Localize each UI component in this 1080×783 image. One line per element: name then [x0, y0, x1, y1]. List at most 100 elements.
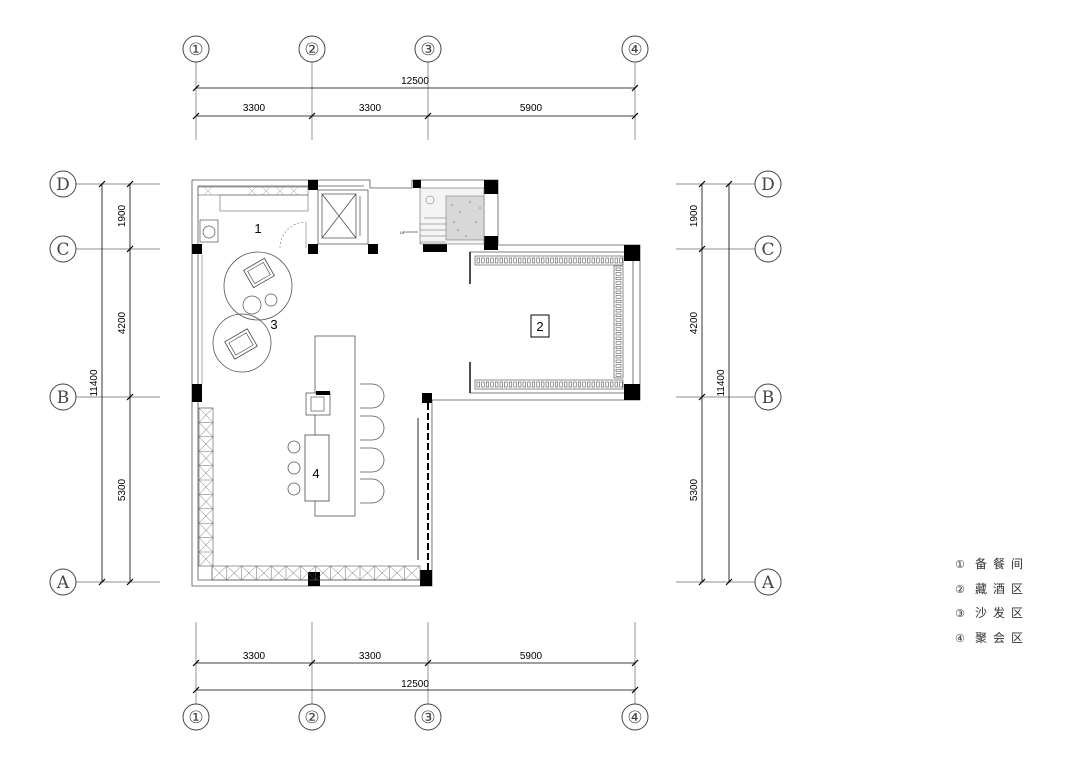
bottle-slot — [490, 257, 494, 264]
bottle-slot — [582, 257, 586, 264]
bottle-slot — [531, 381, 536, 388]
axis-label: ③ — [420, 708, 435, 728]
bottle-slot — [615, 267, 622, 271]
cabinet-cell — [198, 522, 214, 538]
axis-label: ③ — [420, 40, 435, 60]
cabinet-cell — [256, 565, 272, 581]
bottle-slot — [508, 257, 513, 264]
axis-label: ④ — [627, 708, 642, 728]
bottle-slot — [615, 272, 622, 276]
bottle-slot — [615, 350, 622, 354]
elevator — [317, 189, 369, 245]
dim-segment: 4200 — [689, 311, 700, 334]
bottle-slot — [615, 318, 622, 322]
bottle-slot — [615, 304, 622, 308]
bottle-slot — [564, 257, 568, 264]
bottle-slot — [513, 257, 517, 264]
bottle-slot — [600, 257, 605, 264]
bottle-slot — [614, 257, 618, 264]
dim-segment: 5900 — [520, 103, 543, 114]
bottle-slot — [490, 381, 494, 388]
bottle-slot — [568, 257, 572, 264]
dim-segment: 4200 — [117, 311, 128, 334]
bottle-slot — [596, 381, 600, 388]
room-number: 1 — [254, 221, 261, 236]
axis-label: B — [762, 388, 775, 408]
dim-segment: 3300 — [243, 651, 266, 662]
axis-label: C — [56, 240, 69, 260]
bottle-slot — [615, 327, 622, 331]
axis-label: ② — [304, 708, 319, 728]
cabinet-cell — [404, 565, 420, 581]
axis-markers-left: D C B A — [49, 170, 77, 596]
dim-segment: 3300 — [243, 103, 266, 114]
bottle-slot — [481, 381, 485, 388]
bottle-slot — [615, 322, 622, 327]
bottle-slot — [614, 381, 618, 388]
dim-segment: 1900 — [117, 204, 128, 227]
bottle-slot — [573, 257, 577, 264]
cabinet-cell — [198, 465, 214, 481]
dim-segment: 3300 — [359, 103, 382, 114]
dim-segment: 5300 — [689, 478, 700, 501]
dim-total: 11400 — [89, 369, 100, 397]
cabinet-cell — [198, 551, 214, 567]
bottle-slot — [615, 368, 622, 373]
bottle-slot — [545, 257, 549, 264]
bottle-slot — [615, 295, 622, 299]
bottle-slot — [499, 257, 503, 264]
room-sofa-area: 3 — [212, 251, 293, 373]
cabinet-cell — [198, 407, 214, 423]
dim-total: 12500 — [401, 76, 429, 87]
bottle-slot — [596, 257, 600, 264]
bottle-slot — [564, 381, 568, 388]
cabinet-cell — [330, 565, 346, 581]
dimensions-left: 11400 1900 4200 5300 — [89, 180, 134, 586]
bottle-slot — [605, 257, 609, 264]
bottle-slot — [508, 381, 513, 388]
bottle-slot — [495, 257, 499, 264]
stair-label: UP — [400, 230, 406, 235]
cabinet-cell — [211, 565, 227, 581]
bottle-slot — [550, 257, 554, 264]
bottle-slot — [559, 257, 563, 264]
axis-label: D — [761, 175, 775, 195]
bottle-slot — [615, 290, 622, 294]
axis-label: A — [56, 573, 70, 593]
bottle-slot — [615, 359, 622, 363]
cabinet-cell — [198, 537, 214, 553]
bottle-slot — [499, 381, 503, 388]
bottle-slot — [504, 381, 508, 388]
bottle-slot — [541, 257, 545, 264]
cabinet-cell — [374, 565, 390, 581]
bottle-slot — [485, 381, 490, 388]
bottle-slot — [615, 355, 622, 359]
cabinet-cell — [198, 494, 214, 509]
dim-segment: 3300 — [359, 651, 382, 662]
wine-rack-bottom — [476, 381, 623, 388]
cabinet-cell — [359, 565, 375, 581]
room-pantry: 1 — [197, 186, 309, 249]
dimensions-bottom: 3300 3300 5900 12500 — [192, 651, 639, 694]
axis-label: C — [761, 240, 774, 260]
bottle-slot — [610, 381, 614, 388]
bottle-slot — [476, 381, 480, 388]
bottle-slot — [587, 257, 591, 264]
bottle-slot — [527, 381, 531, 388]
axis-label: B — [57, 388, 70, 408]
cabinet-bottom — [211, 565, 420, 581]
cabinet-cell — [389, 565, 405, 581]
cabinet-cell — [198, 479, 214, 495]
axis-label: ① — [188, 40, 203, 60]
bottle-slot — [536, 257, 540, 264]
bottle-slot — [577, 257, 582, 264]
room-number: 4 — [312, 466, 319, 481]
grid-lines — [76, 62, 755, 705]
axis-markers-top: ① ② ③ ④ — [182, 35, 649, 63]
bottle-slot — [610, 257, 614, 264]
bottle-slot — [591, 381, 595, 388]
axis-label: A — [761, 573, 775, 593]
